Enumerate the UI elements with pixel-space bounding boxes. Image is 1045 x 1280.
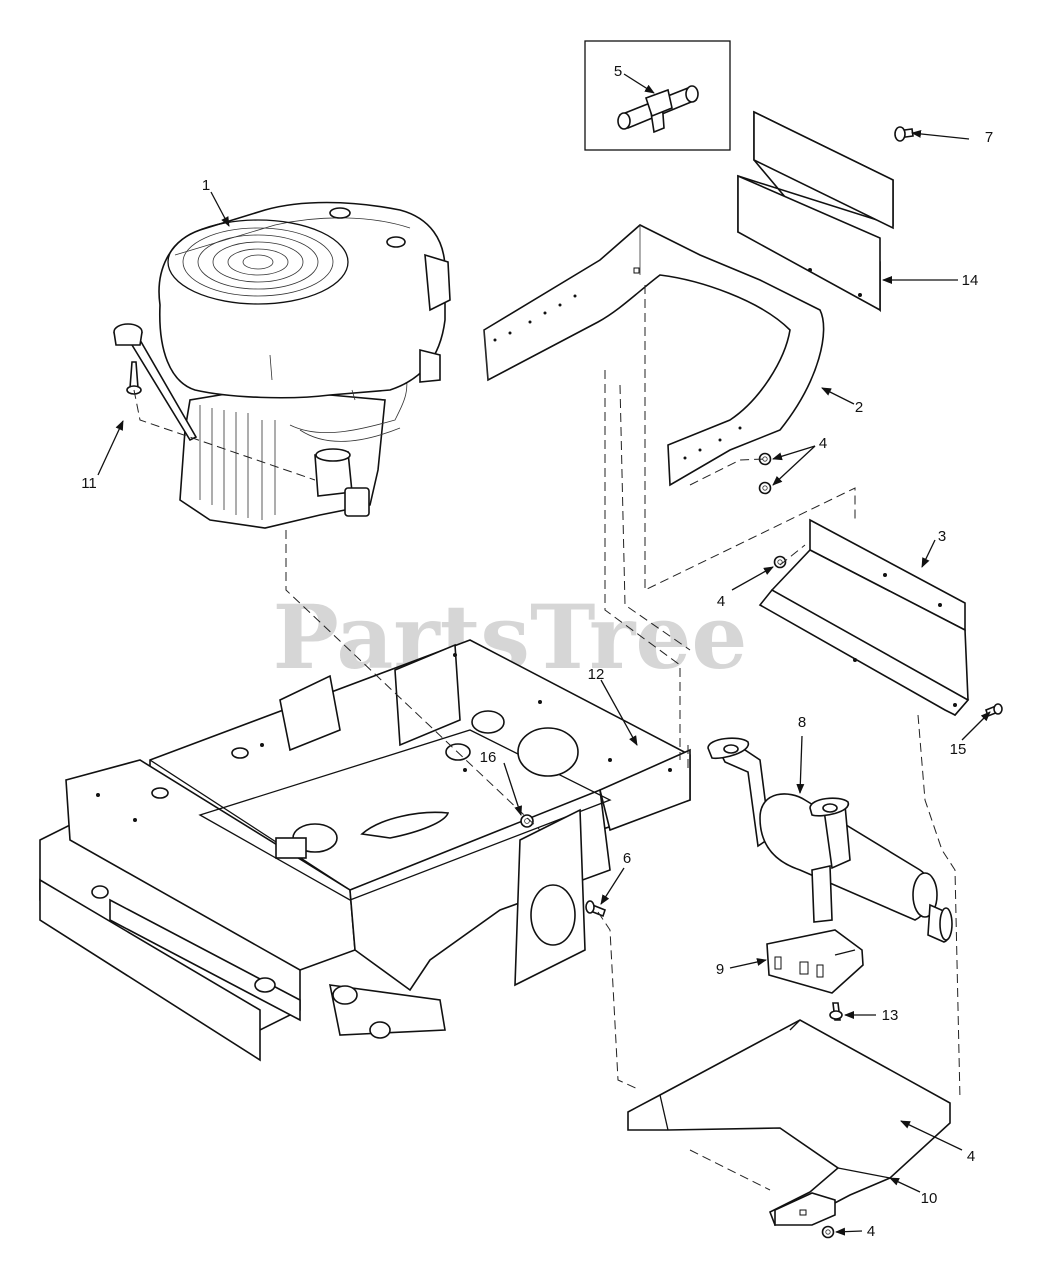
part-16-nut[interactable]: [520, 814, 534, 828]
part-4-nut-b[interactable]: [758, 481, 772, 495]
callout-4-c: 4: [967, 1148, 975, 1165]
callout-16: 16: [480, 749, 497, 766]
part-6-bolt[interactable]: [585, 900, 606, 918]
callout-9: 9: [716, 961, 724, 978]
part-14-plate[interactable]: [737, 110, 894, 313]
part-1-engine[interactable]: [113, 201, 451, 529]
callout-leaders: [97, 73, 991, 1236]
frame-chassis[interactable]: [39, 639, 691, 1062]
callout-13: 13: [882, 1007, 899, 1024]
callout-8: 8: [798, 714, 806, 731]
part-4-nut-e[interactable]: [821, 1225, 835, 1239]
part-10-shield[interactable]: [627, 1019, 951, 1226]
callout-5: 5: [614, 63, 622, 80]
callout-3: 3: [938, 528, 946, 545]
part-4-nut-c[interactable]: [773, 555, 787, 569]
callout-14: 14: [962, 272, 979, 289]
part-9-bracket[interactable]: [766, 929, 864, 994]
part-11-bolt[interactable]: [126, 361, 142, 395]
part-13-screw[interactable]: [829, 1002, 843, 1021]
part-2-bracket[interactable]: [483, 224, 825, 487]
callout-4-b: 4: [717, 593, 725, 610]
callout-4-a: 4: [819, 435, 827, 452]
part-3-plate[interactable]: [758, 518, 970, 717]
callout-4-d: 4: [867, 1223, 875, 1240]
callout-6: 6: [623, 850, 631, 867]
assembly-dashed-lines: [133, 285, 961, 1191]
callout-15: 15: [950, 741, 967, 758]
callout-2: 2: [855, 399, 863, 416]
part-7-screw[interactable]: [894, 126, 914, 142]
callout-11: 11: [81, 475, 97, 492]
part-8-muffler[interactable]: [707, 737, 953, 943]
part-5-inset[interactable]: [584, 40, 731, 151]
callout-7: 7: [985, 129, 993, 146]
callout-10: 10: [921, 1190, 938, 1207]
callout-1: 1: [202, 177, 210, 194]
callout-12: 12: [588, 666, 605, 683]
